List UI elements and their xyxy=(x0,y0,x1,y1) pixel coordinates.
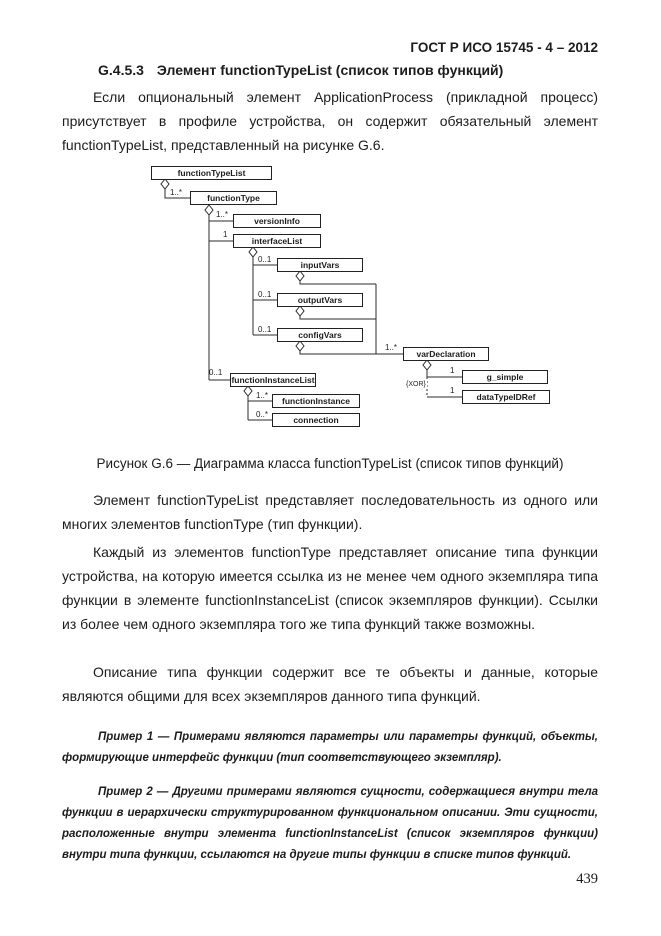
paragraph-description: Описание типа функции содержит все те об… xyxy=(62,664,598,704)
aggregation-diamond xyxy=(295,340,305,352)
example-1-label: Пример 1 xyxy=(98,731,154,743)
aggregation-diamond xyxy=(422,359,432,371)
multiplicity-functionInstanceList: 0..1 xyxy=(209,368,223,377)
paragraph-intro: Если опциональный элемент ApplicationPro… xyxy=(62,89,598,153)
class-box-varDeclaration: varDeclaration xyxy=(403,347,489,361)
example-1-text: — Примерами являются параметры или парам… xyxy=(62,731,598,764)
multiplicity-functionType: 1..* xyxy=(170,188,183,197)
multiplicity-varDeclaration: 1..* xyxy=(385,343,398,352)
class-box-functionType: functionType xyxy=(190,191,277,205)
figure-caption: Рисунок G.6 — Диаграмма класса functionT… xyxy=(96,456,564,471)
class-box-inputVars: inputVars xyxy=(277,258,363,272)
aggregation-diamond xyxy=(295,270,305,282)
uml-class-diagram: functionTypeList functionType versionInf… xyxy=(0,160,661,440)
xor-constraint-label: {XOR} xyxy=(405,381,427,389)
aggregation-diamond xyxy=(160,178,170,190)
class-box-connection: connection xyxy=(272,413,360,427)
example-1: Пример 1 — Примерами являются параметры … xyxy=(62,727,598,769)
class-box-versionInfo: versionInfo xyxy=(233,214,321,228)
aggregation-diamond xyxy=(204,204,214,216)
section-heading: G.4.5.3 Элемент functionTypeList (список … xyxy=(98,62,618,78)
class-box-dataTypeIDRef: dataTypeIDRef xyxy=(462,390,550,404)
class-box-outputVars: outputVars xyxy=(277,293,363,307)
multiplicity-g_simple: 1 xyxy=(450,366,455,375)
document-header: ГОСТ Р ИСО 15745 - 4 – 2012 xyxy=(410,40,598,55)
multiplicity-interfaceList: 1 xyxy=(223,230,228,239)
multiplicity-functionInstance: 1..* xyxy=(256,391,269,400)
section-title: Элемент functionTypeList (список типов ф… xyxy=(156,62,504,78)
class-box-interfaceList: interfaceList xyxy=(233,234,321,248)
class-box-configVars: configVars xyxy=(277,328,363,342)
class-box-functionInstanceList: functionInstanceList xyxy=(230,373,316,387)
diagram-connector-lines xyxy=(160,178,462,421)
example-2-text: — Другими примерами являются сущности, с… xyxy=(62,786,598,861)
aggregation-diamond xyxy=(295,305,305,317)
class-box-functionTypeList: functionTypeList xyxy=(151,166,272,180)
example-2-label: Пример 2 xyxy=(98,786,153,798)
multiplicity-versionInfo: 1..* xyxy=(216,210,229,219)
paragraph-functionType: Каждый из элементов functionType предста… xyxy=(62,544,598,632)
page-number: 439 xyxy=(576,871,598,887)
multiplicity-inputVars: 0..1 xyxy=(258,255,272,264)
example-2: Пример 2 — Другими примерами являются су… xyxy=(62,782,598,866)
aggregation-diamond xyxy=(243,385,253,397)
multiplicity-configVars: 0..1 xyxy=(258,325,272,334)
aggregation-diamond xyxy=(248,246,258,258)
section-number: G.4.5.3 xyxy=(98,62,144,78)
paragraph-functionTypeList: Элемент functionTypeList представляет по… xyxy=(62,492,598,532)
multiplicity-connection: 0..* xyxy=(256,410,269,419)
class-box-g_simple: g_simple xyxy=(462,370,548,384)
multiplicity-dataTypeIDRef: 1 xyxy=(450,386,455,395)
multiplicity-outputVars: 0..1 xyxy=(258,290,272,299)
class-box-functionInstance: functionInstance xyxy=(272,394,360,408)
